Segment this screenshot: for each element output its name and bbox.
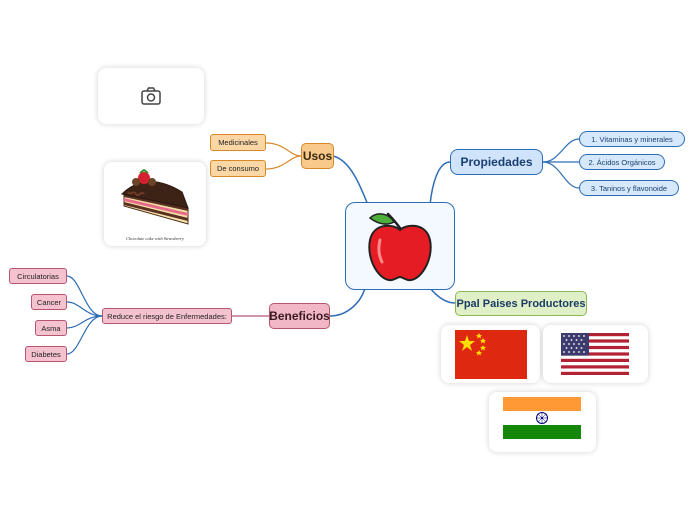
- apple-icon: [368, 212, 432, 282]
- india-flag-card[interactable]: Topic flotante: [489, 392, 596, 452]
- topic-medicinales[interactable]: Medicinales: [210, 134, 266, 151]
- cake-image-card[interactable]: Chocolate cake with Strawberry: [104, 162, 206, 246]
- topic-usos[interactable]: Usos: [301, 143, 334, 169]
- cake-image: [120, 168, 189, 225]
- topic-asma[interactable]: Asma: [35, 320, 67, 336]
- topic-beneficios[interactable]: Beneficios: [269, 303, 330, 329]
- usa-flag-card[interactable]: [543, 325, 648, 383]
- topic-taninos[interactable]: 3. Taninos y flavonoide: [579, 180, 679, 196]
- topic-de-consumo[interactable]: De consumo: [210, 160, 266, 177]
- topic-propiedades[interactable]: Propiedades: [450, 149, 543, 175]
- topic-circulatorias[interactable]: Circulatorias: [9, 268, 67, 284]
- topic-cancer[interactable]: Cancer: [31, 294, 67, 310]
- image-placeholder-card[interactable]: [98, 68, 204, 124]
- china-flag-icon: [455, 330, 527, 379]
- central-topic[interactable]: [345, 202, 455, 290]
- usa-flag-icon: [561, 333, 629, 375]
- india-flag-icon: [503, 397, 581, 439]
- camera-icon: [141, 87, 161, 105]
- china-flag-card[interactable]: [441, 325, 540, 383]
- topic-paises-productores[interactable]: Ppal Paises Productores: [455, 291, 587, 316]
- floating-topic-caption: Topic flotante: [516, 440, 569, 449]
- topic-acidos[interactable]: 2. Ácidos Orgánicos: [579, 154, 665, 170]
- topic-reduce-riesgo[interactable]: Reduce el riesgo de Enfermedades:: [102, 308, 232, 324]
- cake-caption: Chocolate cake with Strawberry: [125, 236, 185, 241]
- topic-vitaminas[interactable]: 1. Vitaminas y minerales: [579, 131, 685, 147]
- topic-diabetes[interactable]: Diabetes: [25, 346, 67, 362]
